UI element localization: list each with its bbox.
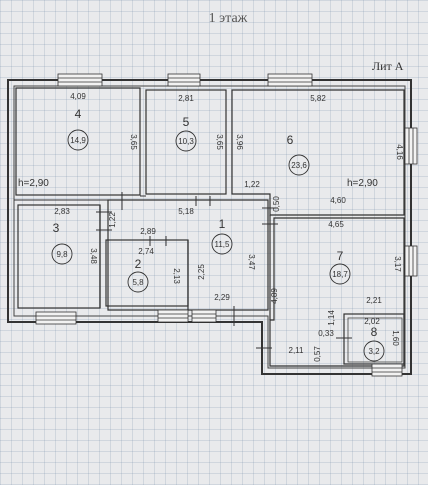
dimension-label: 2,89: [140, 227, 156, 236]
dimension-label: 2,21: [366, 296, 382, 305]
floor-title: 1 этаж: [209, 11, 248, 26]
window: [35, 311, 77, 325]
room-5-outline: [145, 89, 227, 195]
dimension-label: 2,11: [289, 346, 305, 355]
dimension-label: 4,09: [70, 92, 86, 101]
area-badge: 14,9: [67, 129, 89, 151]
dimension-label: 2,02: [364, 317, 380, 326]
svg-text:11,5: 11,5: [215, 240, 231, 249]
svg-text:18,7: 18,7: [332, 270, 348, 279]
window: [404, 245, 418, 277]
dimension-label: 2,25: [197, 264, 206, 280]
window: [167, 73, 201, 87]
dimension-label: 0,33: [318, 329, 334, 338]
dimension-label: 3,65: [129, 134, 138, 150]
room-number: 4: [75, 107, 82, 121]
room-8-inner: [347, 317, 403, 363]
dimension-label: 1,22: [244, 180, 260, 189]
area-badge: 5,8: [127, 271, 149, 293]
dimension-label: 3,65: [215, 134, 224, 150]
dimension-label: 2,81: [178, 94, 194, 103]
room-6-outline: [231, 89, 405, 216]
dimension-label: 5,18: [178, 207, 194, 216]
svg-text:5,8: 5,8: [132, 278, 144, 287]
outer-wall: [7, 79, 412, 375]
room-7-outline: [269, 217, 405, 367]
window: [267, 73, 313, 87]
room-1-outline: [107, 199, 269, 311]
dimension-label: 1,22: [108, 212, 117, 228]
dimension-label: 1,60: [391, 330, 400, 346]
dimension-label: 3,17: [393, 256, 402, 272]
window: [57, 73, 103, 87]
window: [157, 309, 189, 323]
dimension-label: 4,65: [328, 220, 344, 229]
room-number: 1: [219, 217, 226, 231]
dimension-label: 2,13: [172, 268, 181, 284]
svg-text:14,9: 14,9: [70, 136, 86, 145]
svg-text:9,8: 9,8: [56, 250, 68, 259]
dimension-label: 0,57: [313, 346, 322, 362]
dimension-label: 2,29: [214, 293, 230, 302]
room-number: 8: [371, 325, 378, 339]
dimension-label: 4,16: [395, 144, 404, 160]
dimension-label: 3,96: [235, 134, 244, 150]
window: [191, 309, 217, 323]
dimension-label: 2,83: [54, 207, 70, 216]
window: [371, 363, 403, 377]
svg-text:3,2: 3,2: [368, 347, 380, 356]
area-badge: 11,5: [211, 233, 233, 255]
room-number: 7: [337, 249, 344, 263]
area-badge: 18,7: [329, 263, 351, 285]
room-number: 5: [183, 115, 190, 129]
room-4-outline: [15, 87, 141, 196]
area-badge: 10,3: [175, 130, 197, 152]
svg-text:23,6: 23,6: [291, 161, 307, 170]
dimension-label: 3,47: [247, 254, 256, 270]
dimension-label: 4,60: [330, 196, 346, 205]
window: [404, 127, 418, 165]
ceiling-height: h=2,90: [347, 178, 378, 189]
area-badge: 9,8: [51, 243, 73, 265]
room-number: 3: [53, 221, 60, 235]
room-number: 6: [287, 133, 294, 147]
ceiling-height: h=2,90: [18, 178, 49, 189]
area-badge: 3,2: [363, 340, 385, 362]
room-number: 2: [135, 257, 142, 271]
dimension-label: 1,14: [327, 310, 336, 326]
svg-text:10,3: 10,3: [178, 137, 194, 146]
building-letter: Лит А: [372, 59, 404, 73]
dimension-label: 2,74: [138, 247, 154, 256]
area-badge: 23,6: [288, 154, 310, 176]
dimension-label: 4,89: [270, 288, 279, 304]
dimension-label: 5,82: [310, 94, 326, 103]
dimension-label: 3,48: [89, 248, 98, 264]
dimension-label: 0,50: [272, 196, 281, 212]
outer-wall-inner: [13, 85, 406, 369]
